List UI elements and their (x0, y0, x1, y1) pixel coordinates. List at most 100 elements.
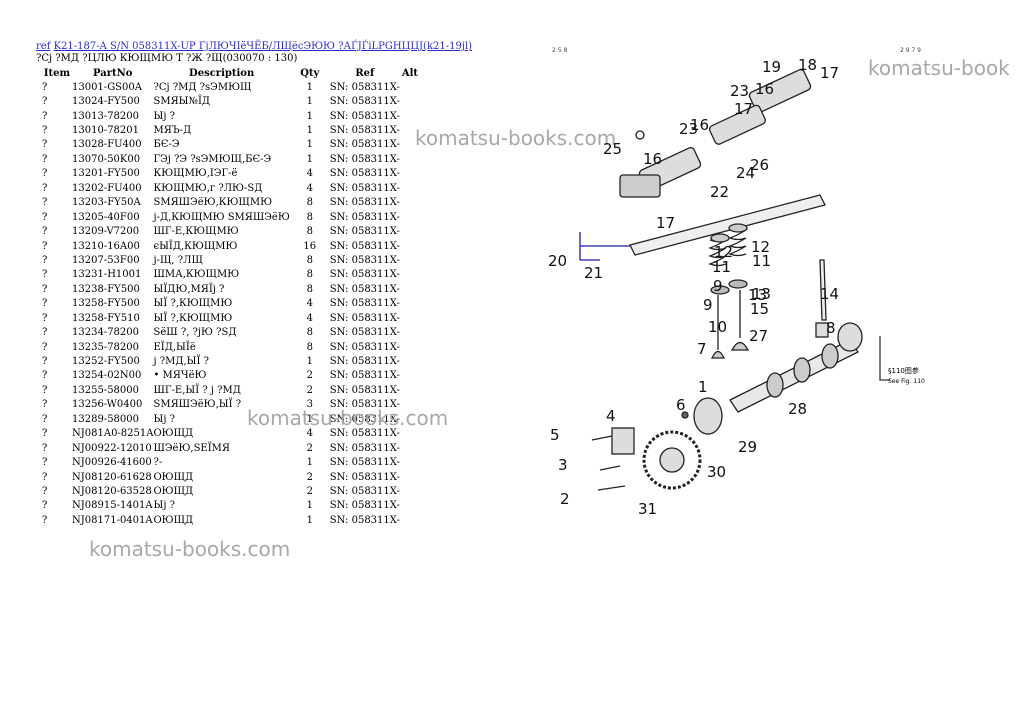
col-alt: Alt (401, 67, 418, 79)
partno-cell: 13209-V7200 (72, 226, 140, 238)
qty-cell: 4 (306, 298, 313, 310)
qty-cell: 1 (306, 356, 313, 368)
callout-label: 11 (752, 252, 771, 270)
alt-cell (400, 152, 420, 166)
ref-cell: SN: 058311X- (329, 384, 400, 396)
ref-link[interactable]: ref (36, 41, 51, 52)
partno-cell: NJ08120-63528 (72, 485, 152, 497)
qty-cell: 1 (306, 514, 313, 526)
qty-cell: 4 (306, 428, 313, 440)
callout-label: 30 (707, 463, 726, 481)
item-cell: ? (42, 442, 48, 454)
watermark: komatsu-book (868, 56, 1010, 80)
qty-cell: 8 (306, 254, 313, 266)
callout-label: 19 (762, 58, 781, 76)
item-cell: ? (42, 81, 48, 93)
callout-label: 17 (820, 64, 839, 82)
description-cell: Ыј ? (153, 500, 175, 512)
callout-label: 27 (749, 327, 768, 345)
qty-cell: 8 (306, 341, 313, 353)
description-cell: SёШ ?, ?јЮ ?SД (153, 327, 237, 339)
col-partno: PartNo (93, 67, 133, 79)
alt-cell (400, 513, 420, 527)
partno-cell: 13234-78200 (72, 327, 140, 339)
description-cell: ?Сj ?МД ?sЭМЮЩ (153, 81, 252, 93)
partno-cell: 13231-H1001 (72, 269, 142, 281)
partno-cell: 13258-FY500 (72, 298, 140, 310)
parts-table: Item PartNo Description Qty Ref Alt ?130… (36, 66, 420, 528)
description-cell: ШМА,КЮЩМЮ (153, 269, 240, 281)
ref-cell: SN: 058311X- (329, 81, 400, 93)
alt-cell (400, 455, 420, 469)
qty-cell: 8 (306, 269, 313, 281)
description-cell: ШГ-Е,КЮЩМЮ (153, 226, 239, 238)
description-cell: МЯЪ-Д (153, 125, 192, 137)
ref-cell: SN: 058311X- (329, 485, 400, 497)
alt-cell (400, 499, 420, 513)
callout-label: 9 (703, 296, 713, 314)
description-cell: єЫЇД,КЮЩМЮ (153, 240, 238, 252)
qty-cell: 8 (306, 327, 313, 339)
callout-label: 17 (656, 214, 675, 232)
callout-label: 4 (606, 407, 616, 425)
ref-cell: SN: 058311X- (329, 471, 400, 483)
item-cell: ? (42, 269, 48, 281)
description-cell: ГЭj ?Э ?sЭМЮЩ,БЄ-Э (153, 153, 272, 165)
description-cell: ј ?МД,ЫЇ ? (153, 356, 210, 368)
ref-cell: SN: 058311X- (329, 399, 400, 411)
qty-cell: 8 (306, 283, 313, 295)
item-cell: ? (42, 125, 48, 137)
item-cell: ? (42, 254, 48, 266)
ref-cell: SN: 058311X- (329, 370, 400, 382)
ref-cell: SN: 058311X- (329, 139, 400, 151)
callout-label: 20 (548, 252, 567, 270)
alt-cell (400, 109, 420, 123)
description-cell: Ыј ? (153, 110, 175, 122)
alt-cell (400, 196, 420, 210)
partno-cell: 13238-FY500 (72, 283, 140, 295)
item-cell: ? (42, 356, 48, 368)
callout-label: 10 (708, 318, 727, 336)
partno-cell: NJ08915-1401A (72, 500, 153, 512)
callout-label: 18 (798, 56, 817, 74)
qty-cell: 2 (306, 384, 313, 396)
qty-cell: 4 (306, 312, 313, 324)
title-link[interactable]: K21-187-A S/N 058311X-UP ГјЛЮЧІёЧЁБ/ЛЩёс… (53, 41, 473, 52)
ref-cell: SN: 058311X- (329, 442, 400, 454)
qty-cell: 4 (306, 182, 313, 194)
qty-cell: 1 (306, 125, 313, 137)
description-cell: ШЭёЮ,SЕЇМЯ (153, 442, 230, 454)
ref-cell: SN: 058311X- (329, 298, 400, 310)
callout-label: 7 (697, 340, 707, 358)
item-cell: ? (42, 370, 48, 382)
description-cell: ЕЇД,ЫЇё (153, 341, 196, 353)
partno-cell: NJ08120-61628 (72, 471, 152, 483)
partno-cell: 13289-58000 (72, 413, 140, 425)
item-cell: ? (42, 298, 48, 310)
callout-label: 12 (714, 243, 733, 261)
callout-label: 12 (751, 238, 770, 256)
partno-cell: 13210-16A00 (72, 240, 140, 252)
col-description: Description (189, 67, 255, 79)
partno-cell: 13201-FY500 (72, 168, 140, 180)
alt-cell (400, 94, 420, 108)
alt-cell (400, 167, 420, 181)
partno-cell: 13028-FU400 (72, 139, 142, 151)
callout-label: 11 (712, 258, 731, 276)
item-cell: ? (42, 327, 48, 339)
partno-cell: 13001-GS00A (72, 81, 142, 93)
qty-cell: 2 (306, 442, 313, 454)
ref-cell: SN: 058311X- (329, 428, 400, 440)
fig-note: §110图参 (888, 366, 919, 375)
